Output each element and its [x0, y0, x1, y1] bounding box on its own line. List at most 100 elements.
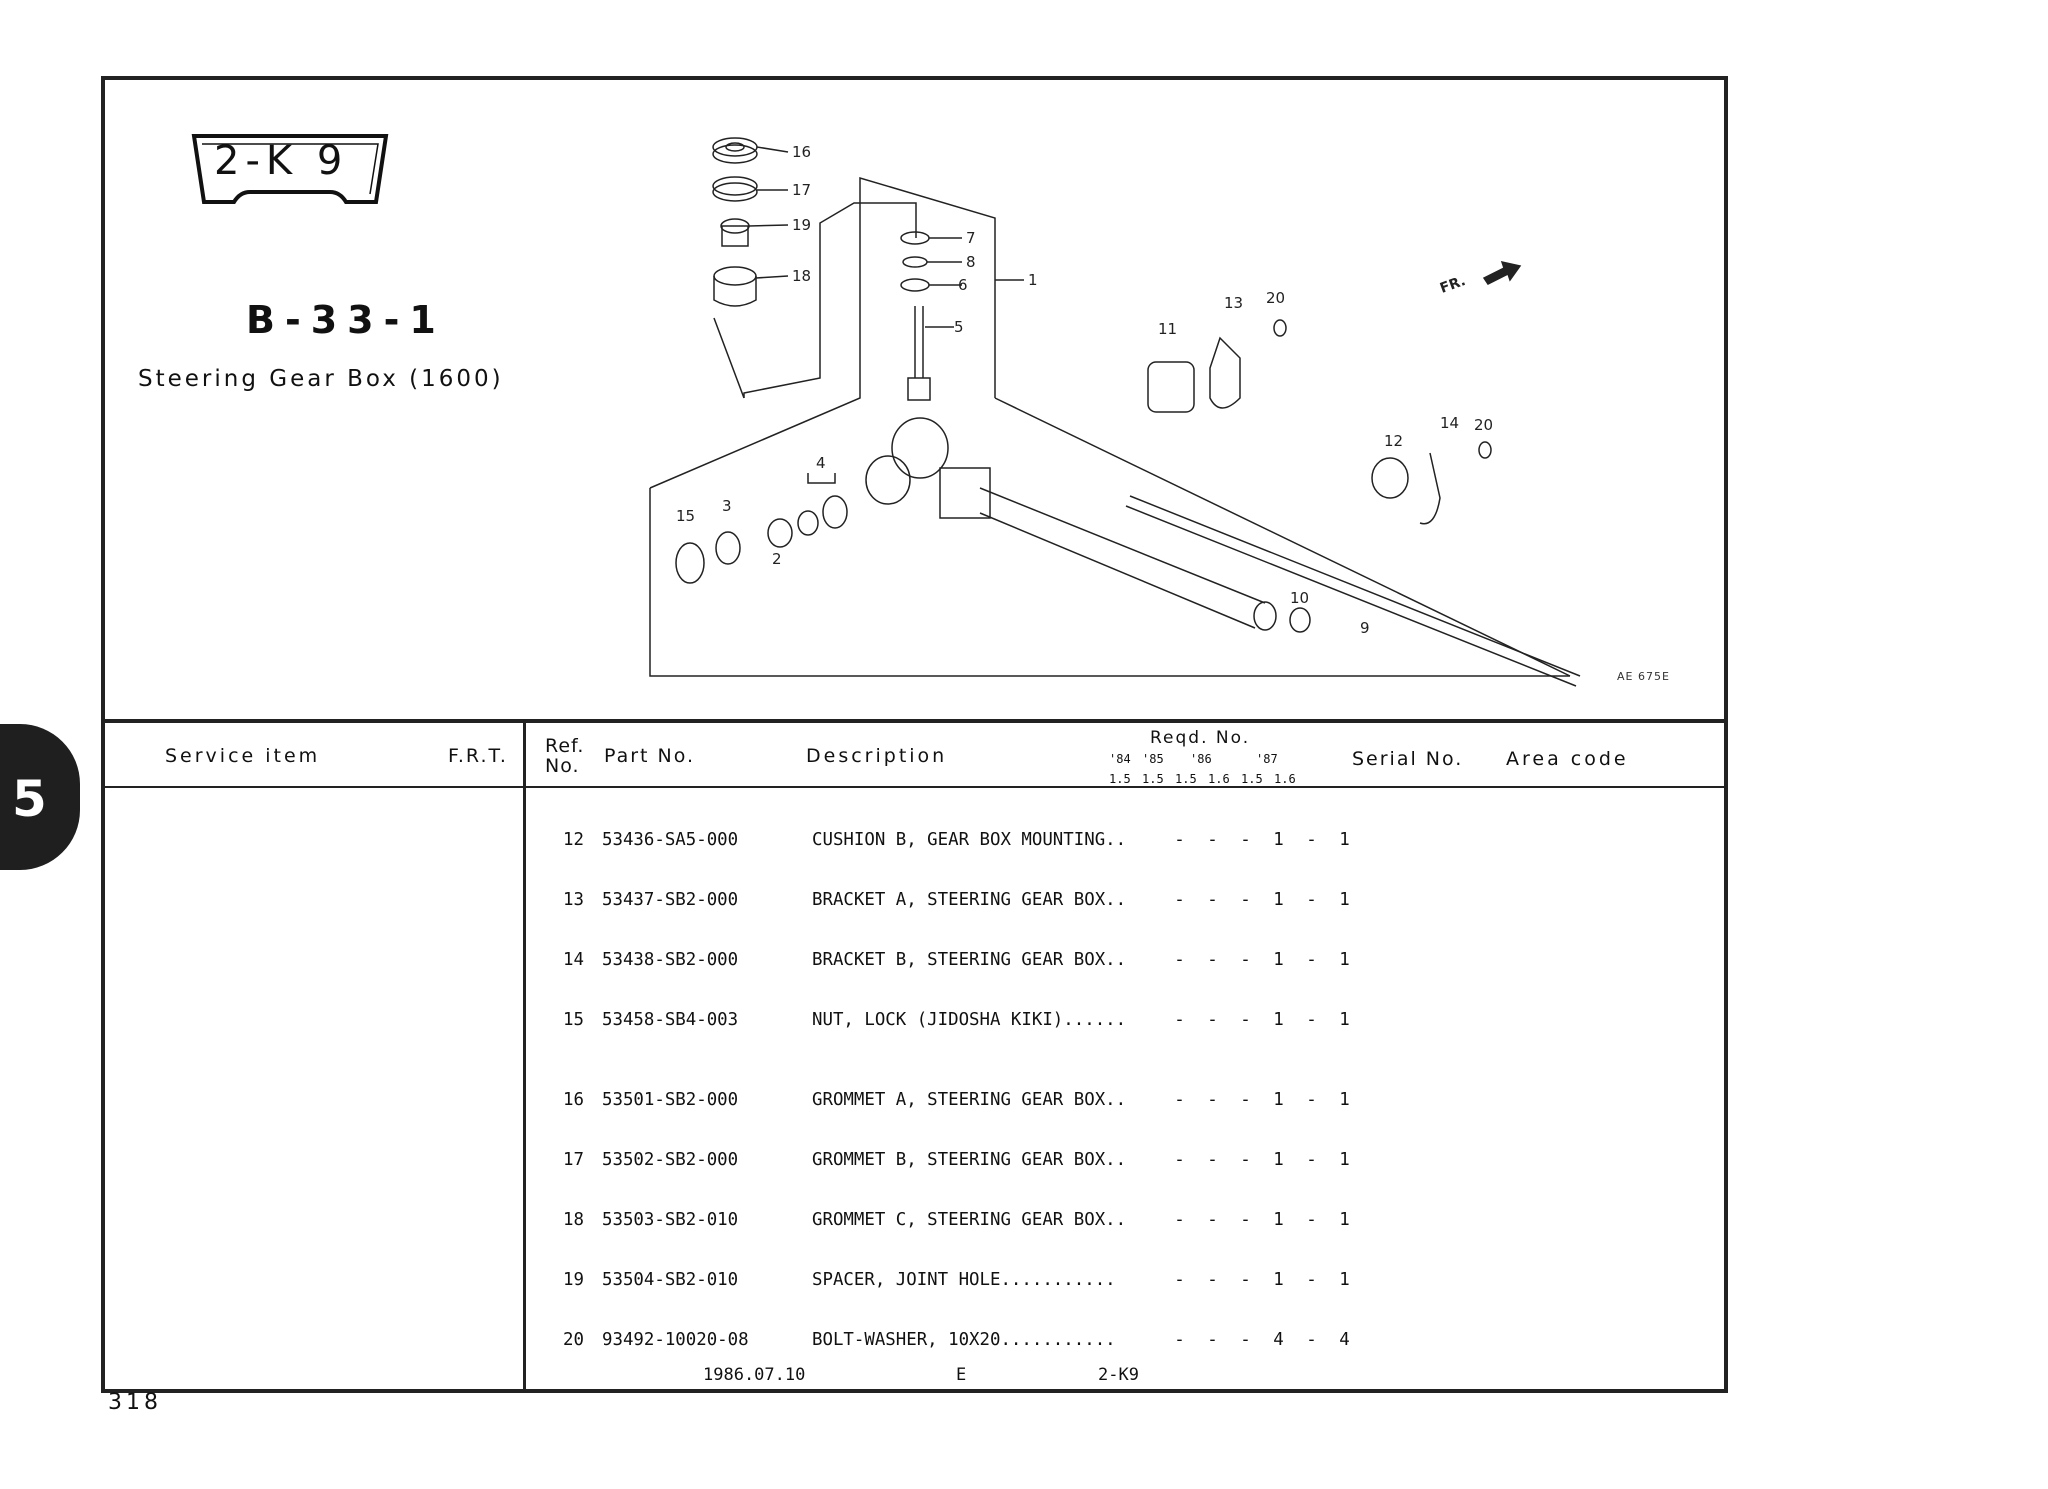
section-tab [0, 724, 80, 870]
part-no: 53502-SB2-000 [602, 1150, 739, 1170]
callout-label: 20 [1266, 289, 1285, 307]
qty: 1 [1273, 1010, 1284, 1030]
page-frame [101, 76, 1728, 1393]
qty: 1 [1339, 890, 1350, 910]
qty: 1 [1273, 950, 1284, 970]
header-engine: 1.6 [1208, 772, 1230, 786]
part-no: 53504-SB2-010 [602, 1270, 739, 1290]
qty: - [1240, 1090, 1251, 1110]
callout-label: 19 [792, 216, 811, 234]
description: CUSHION B, GEAR BOX MOUNTING.. [812, 830, 1127, 850]
ref-no: 20 [563, 1330, 584, 1350]
diagram-code: AE 675E [1617, 670, 1670, 683]
part-no: 53458-SB4-003 [602, 1010, 739, 1030]
description: BRACKET B, STEERING GEAR BOX.. [812, 950, 1127, 970]
table-row: 20 93492-10020-08 BOLT-WASHER, 10X20....… [546, 1330, 1361, 1350]
table-row: 12 53436-SA5-000 CUSHION B, GEAR BOX MOU… [546, 830, 1361, 850]
header-description: Description [806, 745, 948, 767]
qty: 1 [1273, 1270, 1284, 1290]
header-part-no: Part No. [604, 745, 696, 767]
callout-label: 16 [792, 143, 811, 161]
qty: - [1207, 1090, 1218, 1110]
qty: - [1207, 1330, 1218, 1350]
ref-no: 17 [563, 1150, 584, 1170]
description: GROMMET C, STEERING GEAR BOX.. [812, 1210, 1127, 1230]
header-engine: 1.5 [1175, 772, 1197, 786]
frame-divider [101, 719, 1728, 723]
qty: 4 [1339, 1330, 1350, 1350]
footer-date: 1986.07.10 [703, 1365, 806, 1385]
ref-no: 16 [563, 1090, 584, 1110]
description: BOLT-WASHER, 10X20........... [812, 1330, 1116, 1350]
qty: - [1207, 1210, 1218, 1230]
qty: - [1306, 1010, 1317, 1030]
column-divider [523, 719, 526, 1389]
callout-label: 17 [792, 181, 811, 199]
qty: - [1306, 1330, 1317, 1350]
callout-label: 13 [1224, 294, 1243, 312]
qty: - [1240, 950, 1251, 970]
ref-no: 14 [563, 950, 584, 970]
callout-label: 18 [792, 267, 811, 285]
description: SPACER, JOINT HOLE........... [812, 1270, 1116, 1290]
callout-label: 2 [772, 550, 782, 568]
header-year: '84 [1109, 752, 1131, 766]
footer-lang: E [956, 1365, 967, 1385]
qty: - [1306, 1270, 1317, 1290]
table-row: 15 53458-SB4-003 NUT, LOCK (JIDOSHA KIKI… [546, 1010, 1361, 1030]
qty: - [1306, 1150, 1317, 1170]
ref-no: 15 [563, 1010, 584, 1030]
description: GROMMET B, STEERING GEAR BOX.. [812, 1150, 1127, 1170]
header-engine: 1.5 [1142, 772, 1164, 786]
header-engine: 1.5 [1109, 772, 1131, 786]
callout-label: 5 [954, 318, 964, 336]
qty: - [1240, 890, 1251, 910]
header-year: '87 [1256, 752, 1278, 766]
direction-label: FR. [1438, 273, 1468, 297]
qty: - [1174, 1090, 1185, 1110]
parts-table: 12 53436-SA5-000 CUSHION B, GEAR BOX MOU… [546, 790, 1361, 1370]
qty: - [1174, 830, 1185, 850]
qty: - [1207, 1010, 1218, 1030]
qty: 1 [1273, 890, 1284, 910]
qty: - [1306, 890, 1317, 910]
table-row: 19 53504-SB2-010 SPACER, JOINT HOLE.....… [546, 1270, 1361, 1290]
header-frt: F.R.T. [448, 745, 508, 767]
callout-label: 15 [676, 507, 695, 525]
callout-label: 7 [966, 229, 976, 247]
qty: 1 [1339, 1270, 1350, 1290]
part-no: 53503-SB2-010 [602, 1210, 739, 1230]
ref-no: 13 [563, 890, 584, 910]
table-row: 17 53502-SB2-000 GROMMET B, STEERING GEA… [546, 1150, 1361, 1170]
header-area-code: Area code [1506, 748, 1629, 770]
callout-label: 14 [1440, 414, 1459, 432]
qty: - [1174, 1270, 1185, 1290]
header-engine: 1.5 [1241, 772, 1263, 786]
qty: - [1240, 1210, 1251, 1230]
qty: - [1174, 950, 1185, 970]
page-number: 318 [108, 1390, 162, 1415]
qty: - [1174, 890, 1185, 910]
section-tab-number: 5 [12, 770, 47, 828]
qty: 1 [1339, 950, 1350, 970]
qty: 1 [1339, 1150, 1350, 1170]
header-year: '86 [1190, 752, 1212, 766]
description: NUT, LOCK (JIDOSHA KIKI)...... [812, 1010, 1127, 1030]
callout-label: 4 [816, 454, 826, 472]
ref-no: 19 [563, 1270, 584, 1290]
callout-label: 6 [958, 276, 968, 294]
part-no: 93492-10020-08 [602, 1330, 749, 1350]
qty: - [1207, 1150, 1218, 1170]
header-underline [101, 786, 1728, 788]
header-serial-no: Serial No. [1352, 748, 1464, 770]
header-no: No. [545, 755, 580, 777]
qty: - [1207, 1270, 1218, 1290]
callout-label: 11 [1158, 320, 1177, 338]
part-no: 53437-SB2-000 [602, 890, 739, 910]
qty: - [1240, 830, 1251, 850]
table-row: 16 53501-SB2-000 GROMMET A, STEERING GEA… [546, 1090, 1361, 1110]
callout-label: 3 [722, 497, 732, 515]
group-badge: 2-K 9 [190, 132, 390, 206]
qty: - [1306, 1210, 1317, 1230]
qty: 4 [1273, 1330, 1284, 1350]
